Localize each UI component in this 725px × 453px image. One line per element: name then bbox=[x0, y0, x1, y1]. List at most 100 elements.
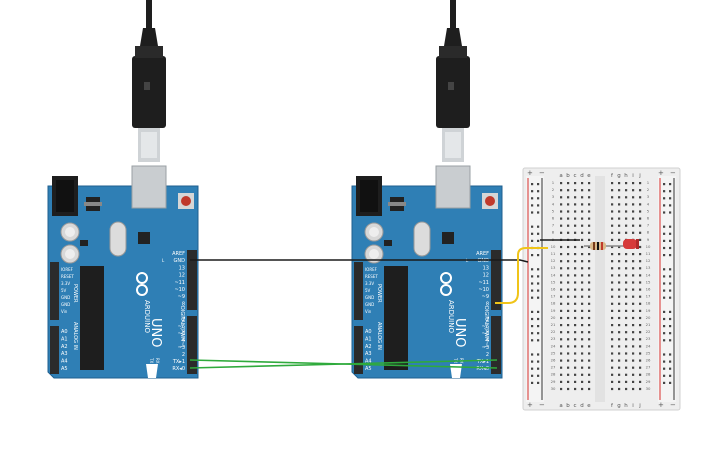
bb-hole[interactable] bbox=[625, 217, 628, 220]
bb-hole[interactable] bbox=[632, 231, 635, 234]
bb-hole[interactable] bbox=[588, 302, 591, 305]
bb-hole[interactable] bbox=[588, 253, 591, 256]
bb-hole[interactable] bbox=[663, 325, 666, 328]
reset-button[interactable] bbox=[178, 193, 194, 209]
bb-hole[interactable] bbox=[567, 267, 570, 270]
bb-hole[interactable] bbox=[560, 352, 563, 355]
bb-hole[interactable] bbox=[560, 203, 563, 206]
bb-hole[interactable] bbox=[639, 352, 642, 355]
bb-hole[interactable] bbox=[618, 182, 621, 185]
bb-hole[interactable] bbox=[574, 274, 577, 277]
bb-hole[interactable] bbox=[618, 373, 621, 376]
bb-hole[interactable] bbox=[531, 367, 534, 370]
bb-hole[interactable] bbox=[618, 338, 621, 341]
bb-hole[interactable] bbox=[531, 190, 534, 193]
bb-hole[interactable] bbox=[611, 316, 614, 320]
bb-hole[interactable] bbox=[537, 232, 540, 235]
gnd-wire[interactable] bbox=[190, 259, 529, 263]
bb-hole[interactable] bbox=[611, 253, 614, 256]
bb-hole[interactable] bbox=[639, 345, 642, 348]
bb-hole[interactable] bbox=[560, 189, 563, 192]
bb-hole[interactable] bbox=[639, 338, 642, 341]
bb-hole[interactable] bbox=[669, 332, 672, 335]
bb-hole[interactable] bbox=[531, 296, 534, 299]
bb-hole[interactable] bbox=[663, 332, 666, 335]
bb-hole[interactable] bbox=[611, 196, 614, 199]
bb-hole[interactable] bbox=[537, 197, 540, 200]
bb-hole[interactable] bbox=[632, 196, 635, 199]
digital-header-top[interactable] bbox=[491, 250, 501, 310]
bb-hole[interactable] bbox=[669, 254, 672, 257]
bb-hole[interactable] bbox=[537, 360, 540, 363]
bb-hole[interactable] bbox=[669, 183, 672, 186]
bb-hole[interactable] bbox=[574, 210, 577, 213]
bb-hole[interactable] bbox=[611, 380, 614, 383]
bb-hole[interactable] bbox=[611, 324, 614, 327]
bb-hole[interactable] bbox=[560, 182, 563, 185]
bb-hole[interactable] bbox=[574, 345, 577, 348]
bb-hole[interactable] bbox=[531, 239, 534, 242]
bb-hole[interactable] bbox=[581, 217, 584, 220]
bb-hole[interactable] bbox=[618, 267, 621, 270]
bb-hole[interactable] bbox=[567, 338, 570, 341]
pin9-wire[interactable] bbox=[495, 247, 548, 304]
bb-hole[interactable] bbox=[625, 210, 628, 213]
bb-hole[interactable] bbox=[632, 295, 635, 298]
bb-hole[interactable] bbox=[560, 373, 563, 376]
bb-hole[interactable] bbox=[663, 381, 666, 384]
bb-hole[interactable] bbox=[618, 224, 621, 227]
bb-hole[interactable] bbox=[625, 274, 628, 277]
bb-hole[interactable] bbox=[574, 373, 577, 376]
bb-hole[interactable] bbox=[625, 253, 628, 256]
bb-hole[interactable] bbox=[581, 245, 584, 249]
bb-hole[interactable] bbox=[581, 281, 584, 284]
bb-hole[interactable] bbox=[531, 374, 534, 377]
bb-hole[interactable] bbox=[663, 360, 666, 363]
bb-hole[interactable] bbox=[531, 275, 534, 278]
bb-hole[interactable] bbox=[632, 281, 635, 284]
bb-hole[interactable] bbox=[663, 275, 666, 278]
bb-hole[interactable] bbox=[632, 359, 635, 362]
bb-hole[interactable] bbox=[611, 189, 614, 192]
bb-hole[interactable] bbox=[625, 196, 628, 199]
bb-hole[interactable] bbox=[588, 324, 591, 327]
bb-hole[interactable] bbox=[537, 317, 540, 321]
bb-hole[interactable] bbox=[588, 331, 591, 334]
digital-header-bottom[interactable] bbox=[187, 316, 197, 374]
bb-hole[interactable] bbox=[567, 295, 570, 298]
bb-hole[interactable] bbox=[632, 267, 635, 270]
bb-hole[interactable] bbox=[639, 324, 642, 327]
bb-hole[interactable] bbox=[669, 381, 672, 384]
bb-hole[interactable] bbox=[531, 183, 534, 186]
bb-hole[interactable] bbox=[639, 238, 642, 241]
bb-hole[interactable] bbox=[560, 196, 563, 199]
bb-hole[interactable] bbox=[669, 197, 672, 200]
bb-hole[interactable] bbox=[625, 352, 628, 355]
bb-hole[interactable] bbox=[639, 182, 642, 185]
bb-hole[interactable] bbox=[588, 338, 591, 341]
usb-cable-icon[interactable] bbox=[436, 0, 470, 162]
bb-hole[interactable] bbox=[537, 332, 540, 335]
bb-hole[interactable] bbox=[531, 211, 534, 214]
bb-hole[interactable] bbox=[611, 238, 614, 241]
bb-hole[interactable] bbox=[537, 190, 540, 193]
bb-hole[interactable] bbox=[581, 260, 584, 263]
bb-hole[interactable] bbox=[567, 281, 570, 284]
bb-hole[interactable] bbox=[618, 231, 621, 234]
bb-hole[interactable] bbox=[588, 189, 591, 192]
bb-hole[interactable] bbox=[531, 282, 534, 285]
bb-hole[interactable] bbox=[537, 289, 540, 292]
power-header[interactable] bbox=[354, 262, 363, 320]
bb-hole[interactable] bbox=[663, 211, 666, 214]
bb-hole[interactable] bbox=[574, 366, 577, 369]
bb-hole[interactable] bbox=[632, 331, 635, 334]
bb-hole[interactable] bbox=[611, 345, 614, 348]
bb-hole[interactable] bbox=[611, 281, 614, 284]
bb-hole[interactable] bbox=[663, 190, 666, 193]
bb-hole[interactable] bbox=[618, 203, 621, 206]
resistor[interactable] bbox=[584, 242, 616, 250]
bb-hole[interactable] bbox=[567, 316, 570, 320]
bb-hole[interactable] bbox=[531, 317, 534, 321]
bb-hole[interactable] bbox=[567, 373, 570, 376]
